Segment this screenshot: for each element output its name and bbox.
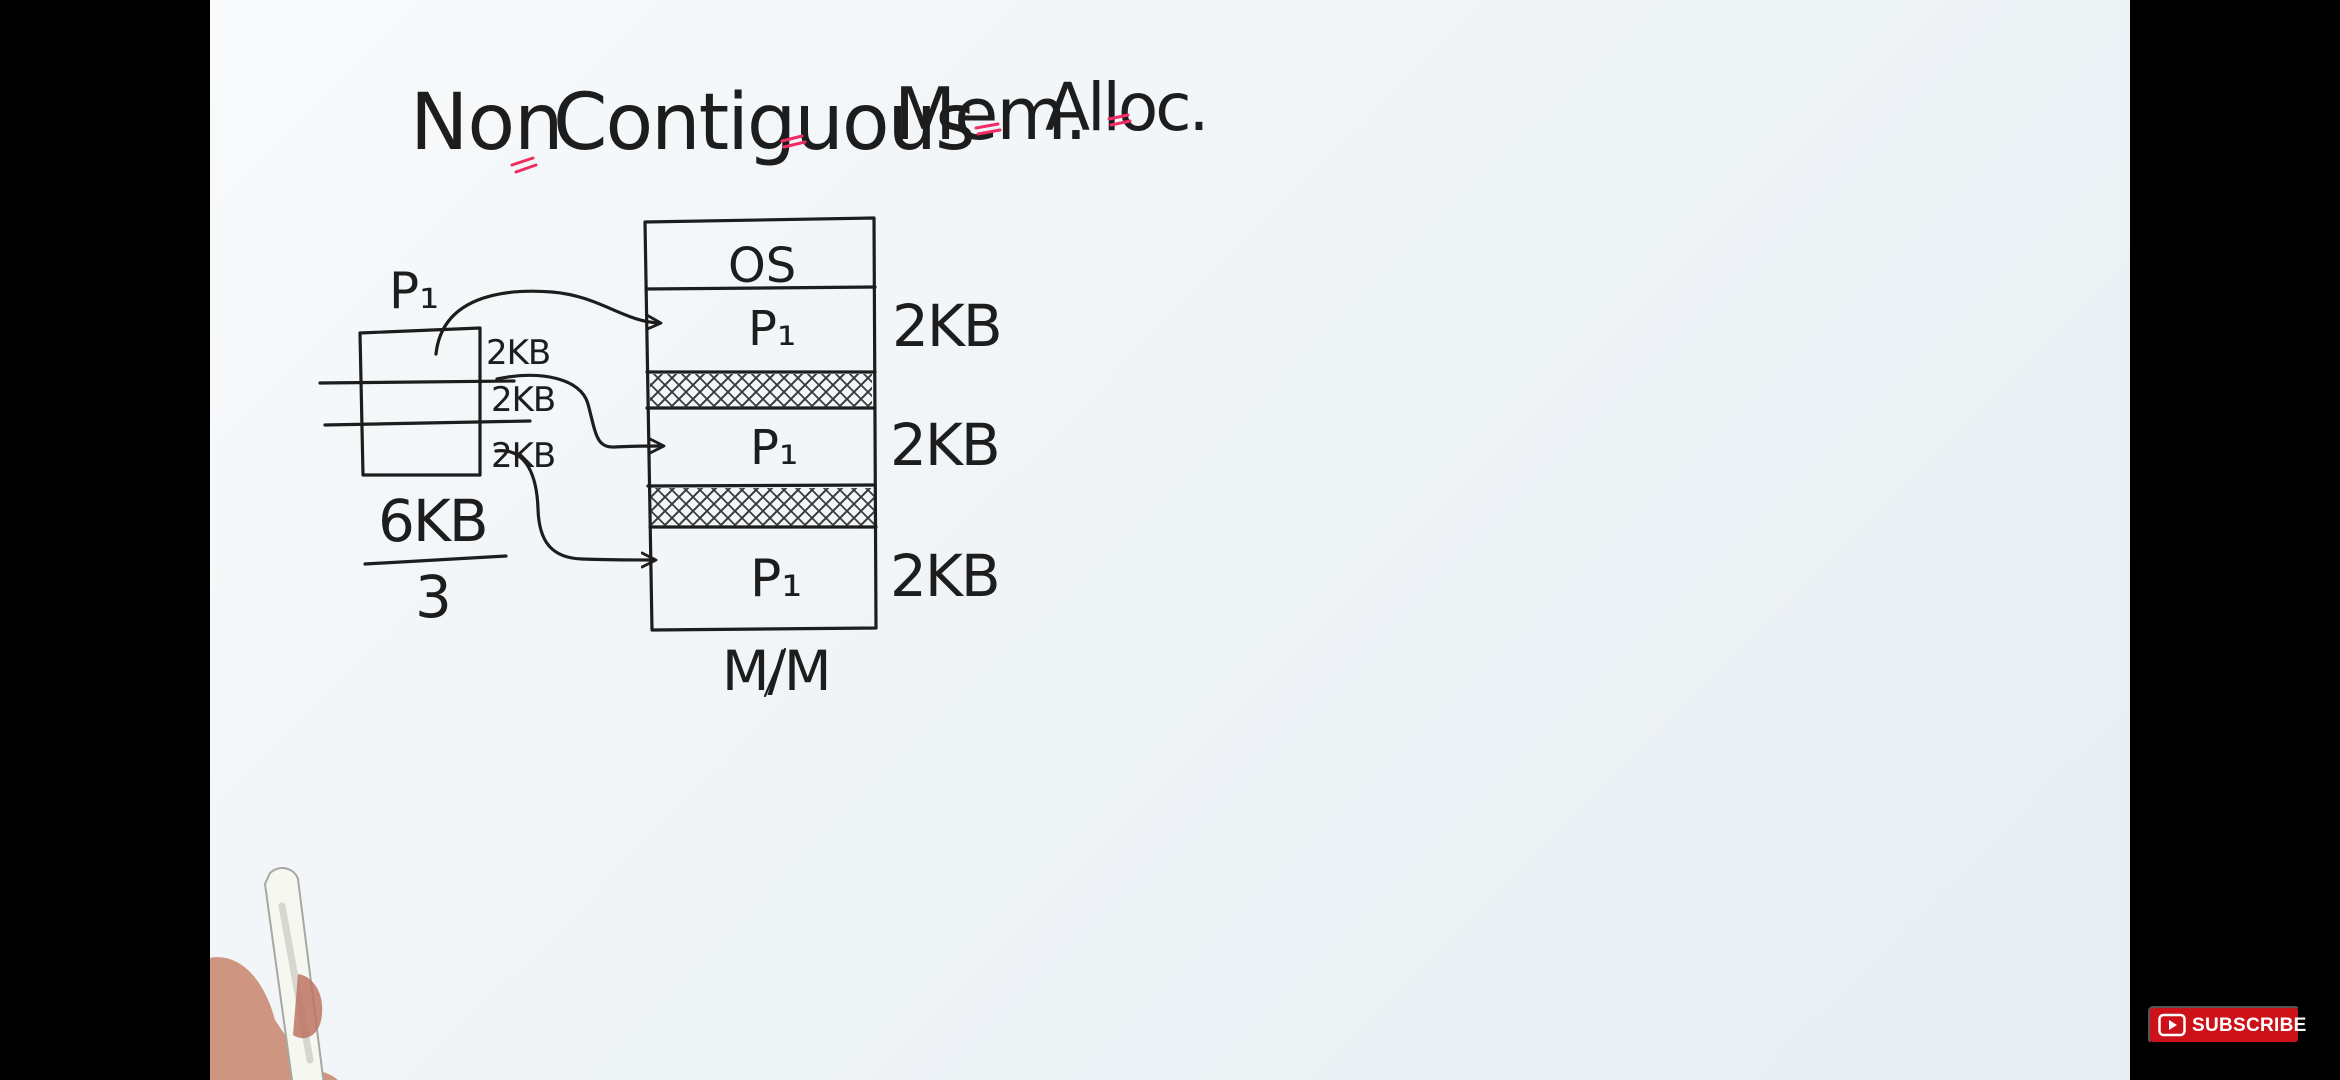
- process-diagram: P₁ 2KB 2KB 2KB 6KB 3: [320, 262, 555, 631]
- subscribe-label: SUBSCRIBE: [2192, 1016, 2307, 1035]
- memory-block-2-label: P₁: [750, 420, 798, 476]
- memory-hole-2: [651, 488, 874, 526]
- process-segment-3: 2KB: [491, 436, 555, 476]
- memory-block-1-label: P₁: [748, 301, 796, 357]
- title: Non Contiguous Mem. Alloc.: [410, 69, 1206, 172]
- title-non: Non: [410, 78, 563, 168]
- memory-block-2-divider: [648, 485, 875, 486]
- whiteboard-video[interactable]: Non Contiguous Mem. Alloc. P₁ 2KB 2KB 2K…: [210, 0, 2130, 1080]
- subscribe-button[interactable]: SUBSCRIBE: [2148, 1006, 2300, 1044]
- memory-hole-1: [650, 374, 872, 408]
- process-label: P₁: [389, 262, 439, 320]
- whiteboard-drawing: Non Contiguous Mem. Alloc. P₁ 2KB 2KB 2K…: [210, 0, 2130, 1080]
- main-memory: OS P₁ P₁ P₁ 2KB 2KB 2KB M/M: [645, 218, 1001, 703]
- memory-os-label: OS: [728, 238, 796, 294]
- play-icon: [2158, 1011, 2186, 1039]
- memory-block-3-label: P₁: [750, 549, 802, 609]
- memory-block-3-size: 2KB: [890, 542, 999, 610]
- memory-block-2-size: 2KB: [890, 411, 999, 479]
- process-divider-2: [325, 421, 530, 425]
- process-total: 6KB: [378, 487, 487, 555]
- process-box: [360, 328, 480, 475]
- process-segment-1: 2KB: [486, 333, 550, 373]
- title-alloc: Alloc.: [1045, 69, 1206, 146]
- presenter-hand-with-marker: [210, 830, 392, 1080]
- memory-block-1-size: 2KB: [892, 292, 1001, 360]
- process-segment-2: 2KB: [491, 380, 555, 420]
- process-divider-1: [320, 381, 514, 383]
- process-count: 3: [415, 563, 452, 631]
